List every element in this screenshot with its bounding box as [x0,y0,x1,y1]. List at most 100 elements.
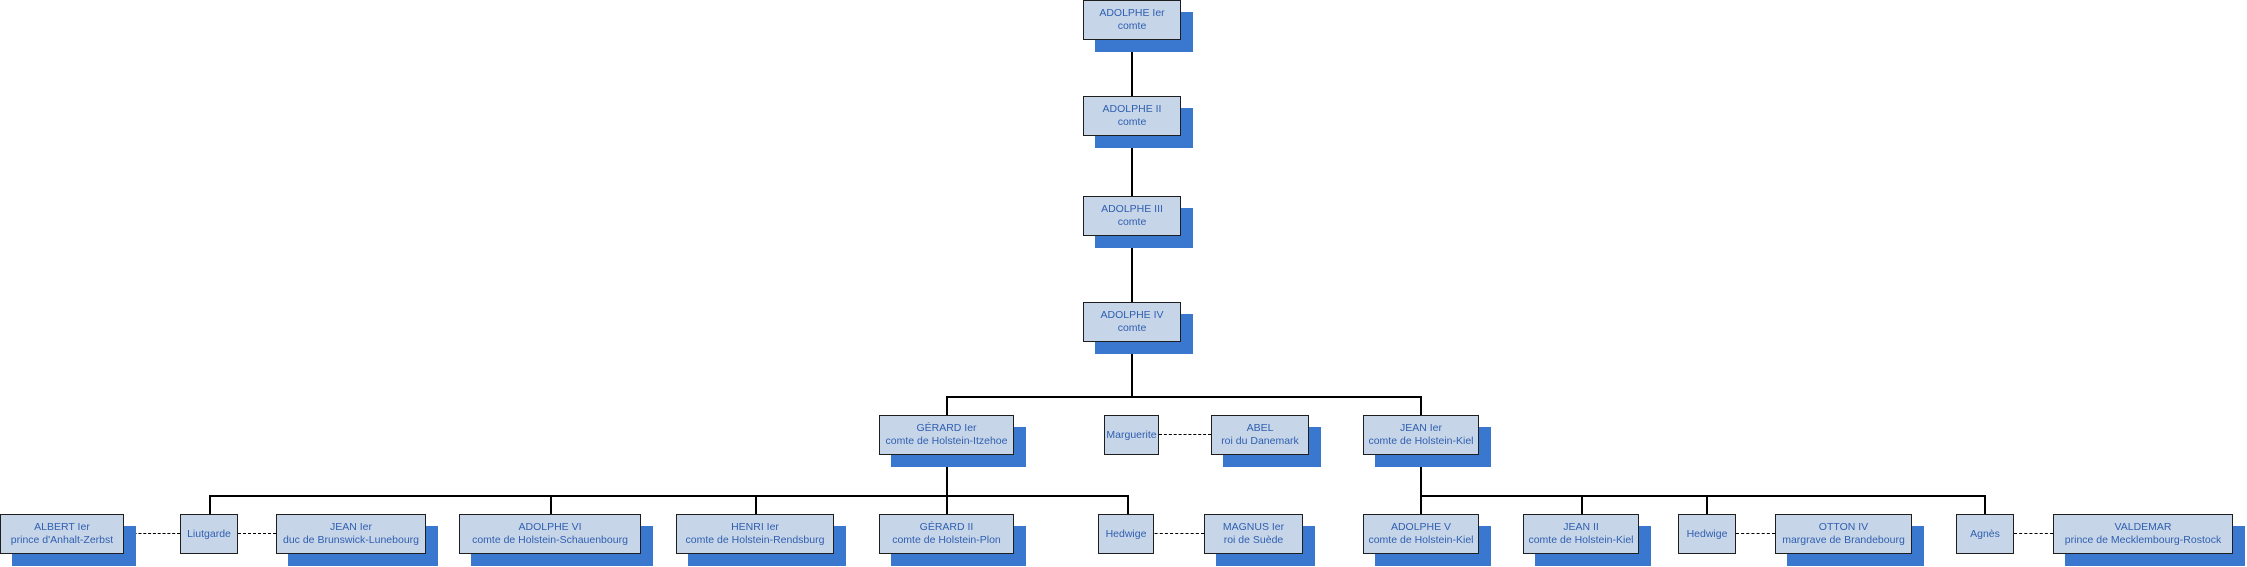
person-node-magnus-1: MAGNUS Ier roi de Suède [1204,514,1315,566]
person-node-adolphe-5: ADOLPHE V comte de Holstein-Kiel [1363,514,1491,566]
node-box: ABEL roi du Danemark [1211,415,1309,455]
person-title: comte de Holstein-Kiel [1368,435,1474,447]
person-title: comte [1117,116,1147,128]
node-box: GÉRARD II comte de Holstein-Plon [879,514,1014,554]
marriage-line [1736,533,1775,534]
node-box: ALBERT Ier prince d'Anhalt-Zerbst [0,514,124,554]
node-box: MAGNUS Ier roi de Suède [1204,514,1303,554]
connector [550,495,552,514]
person-name: JEAN Ier [1399,422,1442,434]
node-box: Hedwige [1098,514,1154,554]
person-node-abel: ABEL roi du Danemark [1211,415,1321,467]
person-node-adolphe-3: ADOLPHE III comte [1083,196,1193,248]
connector [1420,495,1985,497]
person-name: Hedwige [1686,527,1728,540]
node-box: ADOLPHE VI comte de Holstein-Schauenbour… [459,514,641,554]
person-title: roi de Suède [1223,534,1284,546]
person-title: comte de Holstein-Schauenbourg [472,534,628,546]
node-box: ADOLPHE Ier comte [1083,0,1181,40]
person-node-adolphe-2: ADOLPHE II comte [1083,96,1193,148]
person-node-jean-1: JEAN Ier comte de Holstein-Kiel [1363,415,1491,467]
person-node-adolphe-4: ADOLPHE IV comte [1083,302,1193,354]
connector [1581,495,1583,514]
person-title: roi du Danemark [1221,435,1299,447]
connector [209,495,211,514]
connector [1131,236,1133,302]
person-node-hedwige-1: Hedwige [1098,514,1154,554]
person-node-otton-4: OTTON IV margrave de Brandebourg [1775,514,1924,566]
connector [1131,136,1133,196]
marriage-line [1134,533,1204,534]
connector [946,495,948,514]
connector [755,495,757,514]
connector [1131,40,1133,96]
person-name: ADOLPHE Ier [1099,7,1165,19]
connector [1131,342,1133,397]
connector [1984,495,1986,514]
marriage-line [124,533,180,534]
person-name: GÉRARD Ier [916,422,977,434]
marriage-line [2014,533,2053,534]
person-node-jean-2: JEAN II comte de Holstein-Kiel [1523,514,1651,566]
person-name: ADOLPHE IV [1100,309,1164,321]
person-node-marguerite: Marguerite [1104,415,1159,455]
node-box: JEAN Ier comte de Holstein-Kiel [1363,415,1479,455]
node-box: HENRI Ier comte de Holstein-Rendsburg [676,514,834,554]
person-title: prince de Mecklembourg-Rostock [2064,534,2222,546]
person-name: MAGNUS Ier [1222,521,1285,533]
person-name: ADOLPHE III [1101,203,1163,215]
node-box: OTTON IV margrave de Brandebourg [1775,514,1912,554]
person-node-liutgarde: Liutgarde [180,514,238,554]
person-node-agnes: Agnès [1956,514,2014,554]
person-title: comte de Holstein-Kiel [1528,534,1634,546]
person-name: JEAN II [1563,521,1599,533]
connector [946,455,948,495]
person-title: comte de Holstein-Itzehoe [885,435,1008,447]
marriage-line [238,533,276,534]
node-box: ADOLPHE IV comte [1083,302,1181,342]
person-title: duc de Brunswick-Lunebourg [283,534,419,546]
person-name: JEAN Ier [329,521,372,533]
node-box: Liutgarde [180,514,238,554]
person-name: ADOLPHE V [1390,521,1452,533]
person-node-henri-1: HENRI Ier comte de Holstein-Rendsburg [676,514,846,566]
person-title: comte de Holstein-Kiel [1368,534,1474,546]
person-name: OTTON IV [1818,521,1869,533]
person-name: Liutgarde [187,527,231,540]
node-box: ADOLPHE II comte [1083,96,1181,136]
connector [1127,495,1129,514]
node-box: VALDEMAR prince de Mecklembourg-Rostock [2053,514,2233,554]
connector [946,396,948,415]
person-node-gerard-2: GÉRARD II comte de Holstein-Plon [879,514,1026,566]
marriage-line [1159,434,1211,435]
person-node-adolphe-1: ADOLPHE Ier comte [1083,0,1193,52]
person-name: HENRI Ier [731,521,779,533]
person-node-hedwige-2: Hedwige [1678,514,1736,554]
person-title: comte [1117,20,1147,32]
connector [946,396,1421,398]
person-title: comte de Holstein-Rendsburg [685,534,825,546]
connector [1420,396,1422,415]
person-node-jean-1-brunswick: JEAN Ier duc de Brunswick-Lunebourg [276,514,438,566]
node-box: ADOLPHE V comte de Holstein-Kiel [1363,514,1479,554]
person-node-valdemar: VALDEMAR prince de Mecklembourg-Rostock [2053,514,2245,566]
person-name: Hedwige [1105,527,1147,540]
node-box: Marguerite [1104,415,1159,455]
person-name: Agnès [1970,527,2000,540]
node-box: GÉRARD Ier comte de Holstein-Itzehoe [879,415,1014,455]
person-name: GÉRARD II [919,521,974,533]
node-box: Hedwige [1678,514,1736,554]
node-box: JEAN Ier duc de Brunswick-Lunebourg [276,514,426,554]
node-box: ADOLPHE III comte [1083,196,1181,236]
person-title: margrave de Brandebourg [1782,534,1905,546]
person-title: comte de Holstein-Plon [892,534,1001,546]
person-node-gerard-1: GÉRARD Ier comte de Holstein-Itzehoe [879,415,1026,467]
person-name: VALDEMAR [2114,521,2172,533]
node-box: Agnès [1956,514,2014,554]
person-name: ADOLPHE VI [518,521,582,533]
person-title: comte [1117,216,1147,228]
connector [1706,495,1708,514]
node-box: JEAN II comte de Holstein-Kiel [1523,514,1639,554]
person-node-albert-1: ALBERT Ier prince d'Anhalt-Zerbst [0,514,136,566]
